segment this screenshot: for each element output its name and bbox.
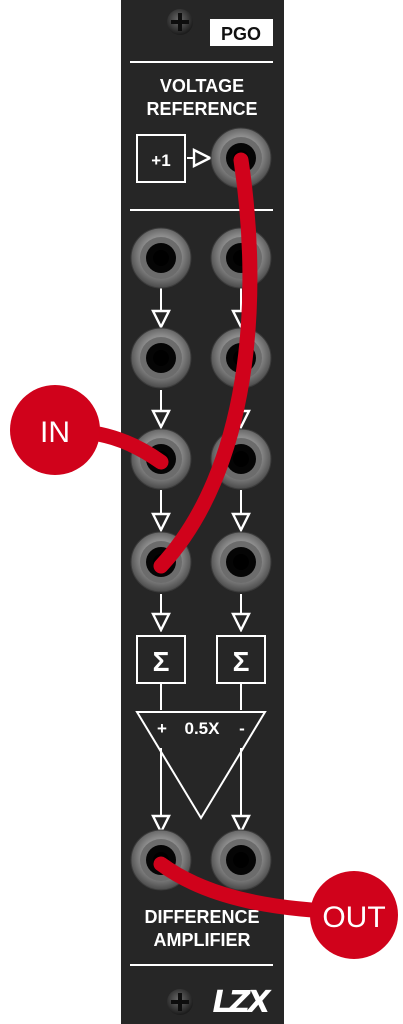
output-arrows xyxy=(161,748,241,830)
audio-jack-icon xyxy=(233,852,249,868)
phillips-screw-icon xyxy=(167,9,193,35)
svg-text:LZX: LZX xyxy=(213,985,273,1020)
section-title-line2: REFERENCE xyxy=(146,99,257,119)
amplifier-triangle xyxy=(135,711,267,820)
output-callout-label: OUT xyxy=(322,901,385,934)
jack-left-1[interactable] xyxy=(130,227,192,289)
jack-left-2[interactable] xyxy=(130,327,192,389)
brand-badge xyxy=(210,19,273,46)
input-callout-label: IN xyxy=(40,416,70,449)
output-callout: OUT xyxy=(310,871,398,959)
footer-title-line1: DIFFERENCE xyxy=(144,907,259,927)
sum-symbol-right: Σ xyxy=(233,646,250,677)
brand-badge-text: PGO xyxy=(221,24,261,44)
amp-plus-label: + xyxy=(157,719,167,738)
signal-arrows xyxy=(161,288,241,628)
amp-gain-label: 0.5X xyxy=(185,719,221,738)
audio-jack-icon xyxy=(153,350,169,366)
plus-one-label: +1 xyxy=(151,151,170,170)
sum-symbol-left: Σ xyxy=(153,646,170,677)
sum-box-left xyxy=(136,635,186,684)
input-callout: IN xyxy=(10,385,100,475)
footer-title-line2: AMPLIFIER xyxy=(154,930,251,950)
lzx-logo-icon: LZX xyxy=(213,985,276,1020)
plus-one-box xyxy=(136,134,186,183)
amp-minus-label: - xyxy=(239,719,245,738)
phillips-screw-icon xyxy=(167,989,193,1015)
audio-jack-icon xyxy=(233,451,249,467)
audio-jack-icon xyxy=(153,250,169,266)
patch-cable-voltage-reference[interactable] xyxy=(153,152,258,574)
jack-right-1[interactable] xyxy=(210,227,272,289)
jack-right-4[interactable] xyxy=(210,531,272,593)
jack-output-minus[interactable] xyxy=(210,829,272,891)
audio-jack-icon xyxy=(233,554,249,570)
sum-box-right xyxy=(216,635,266,684)
section-title-line1: VOLTAGE xyxy=(160,76,244,96)
